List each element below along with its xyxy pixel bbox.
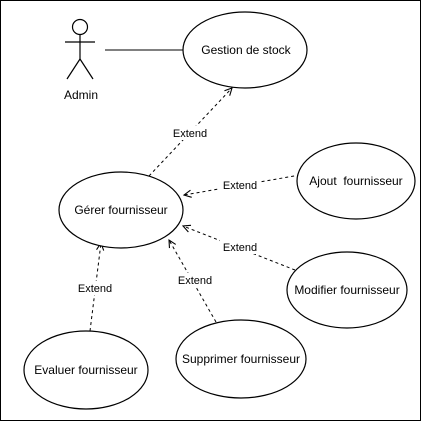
- extend-arrow-supprimer-to-gerer: [169, 240, 217, 323]
- use-case-ajout-fournisseur[interactable]: Ajout fournisseur: [296, 142, 416, 220]
- use-case-supprimer-fournisseur-label: Supprimer fournisseur: [182, 352, 300, 366]
- use-case-gerer-fournisseur[interactable]: Gérer fournisseur: [58, 171, 184, 249]
- actor-head: [71, 18, 89, 36]
- use-case-evaluer-fournisseur-label: Evaluer fournisseur: [34, 363, 137, 377]
- actor-label: Admin: [64, 88, 98, 102]
- use-case-modifier-fournisseur[interactable]: Modifier fournisseur: [286, 251, 408, 329]
- actor-left-leg: [66, 58, 81, 80]
- use-case-gerer-fournisseur-label: Gérer fournisseur: [74, 203, 167, 217]
- extend-arrow-ajout-to-gerer: [184, 174, 301, 195]
- extend-label-evaluer: Extend: [78, 283, 112, 295]
- extend-label-ajout: Extend: [223, 180, 257, 192]
- use-case-ajout-fournisseur-label: Ajout fournisseur: [309, 174, 402, 188]
- use-case-supprimer-fournisseur[interactable]: Supprimer fournisseur: [175, 319, 307, 399]
- extend-label-gerer-to-stock: Extend: [173, 128, 207, 140]
- extend-label-supprimer: Extend: [178, 275, 212, 287]
- use-case-modifier-fournisseur-label: Modifier fournisseur: [294, 283, 399, 297]
- extend-label-modifier: Extend: [223, 242, 257, 254]
- actor-right-leg: [79, 58, 94, 80]
- actor-admin[interactable]: Admin: [64, 18, 98, 103]
- use-case-evaluer-fournisseur[interactable]: Evaluer fournisseur: [23, 330, 149, 410]
- use-case-gestion-stock[interactable]: Gestion de stock: [182, 11, 308, 89]
- use-case-gestion-stock-label: Gestion de stock: [201, 43, 291, 57]
